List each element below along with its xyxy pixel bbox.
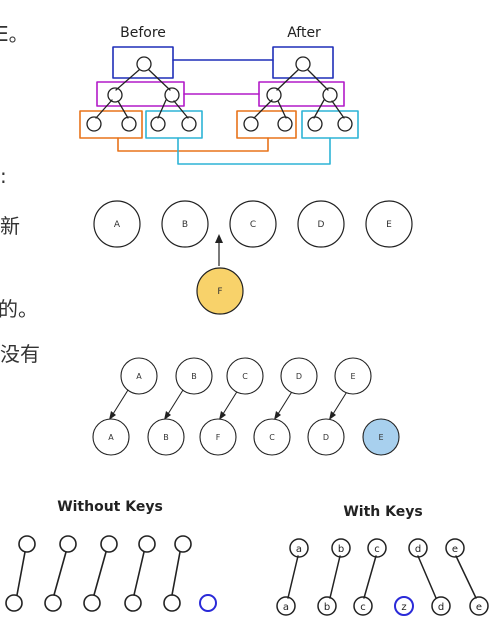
text-fragment-5: 没有 xyxy=(0,342,40,366)
with-keys-bottom-e: e xyxy=(476,602,482,613)
shift-arrowheads xyxy=(109,411,336,420)
with-keys-label: With Keys xyxy=(343,504,422,520)
text-fragment-2: : xyxy=(0,164,7,188)
shift-top-node-b: B xyxy=(175,357,213,395)
with-keys-bottom-c: c xyxy=(360,602,366,613)
shift-top-node-a: A xyxy=(120,357,158,395)
shift-top-node-e-label: E xyxy=(350,372,355,381)
insert-node-b-label: B xyxy=(182,220,188,230)
with-keys-bottom-d: d xyxy=(438,602,444,613)
shift-top-node-d-label: D xyxy=(296,372,302,381)
shift-top-node-d: D xyxy=(280,357,318,395)
before-root-box xyxy=(112,46,174,79)
insert-node-c: C xyxy=(229,200,277,248)
with-keys-bottom-z: z xyxy=(401,602,406,613)
with-keys-top-c: c xyxy=(374,544,380,555)
insert-node-e: E xyxy=(365,200,413,248)
shift-bottom-node-f-label: F xyxy=(216,433,221,442)
inserted-node-f: F xyxy=(196,267,244,315)
shift-bottom-node-a: A xyxy=(92,418,130,456)
before-left-group xyxy=(79,110,143,139)
with-keys-bottom-b: b xyxy=(324,602,330,613)
insert-arrowhead xyxy=(215,234,223,243)
shift-bottom-node-a-label: A xyxy=(108,433,114,442)
tree-diff-diagram: Before After xyxy=(79,25,359,165)
shift-top-node-c: C xyxy=(226,357,264,395)
after-left-group xyxy=(236,110,297,139)
shift-bottom-node-b-label: B xyxy=(163,433,169,442)
without-keys-new-node xyxy=(199,594,217,612)
inserted-node-f-label: F xyxy=(217,287,222,297)
insert-node-d: D xyxy=(297,200,345,248)
insert-node-b: B xyxy=(161,200,209,248)
without-keys-graph xyxy=(5,535,217,612)
shift-arrows xyxy=(112,389,349,415)
with-keys-top-a: a xyxy=(296,544,302,555)
after-label: After xyxy=(287,25,321,41)
shift-bottom-node-d-label: D xyxy=(323,433,329,442)
shift-bottom-node-e-label: E xyxy=(378,433,383,442)
shift-bottom-node-b: B xyxy=(147,418,185,456)
without-keys-label: Without Keys xyxy=(57,499,163,515)
with-keys-top-e: e xyxy=(452,544,458,555)
shift-top-node-a-label: A xyxy=(136,372,142,381)
after-tree xyxy=(243,56,353,132)
keys-diagram: Without Keys With Keys a b c xyxy=(5,499,489,616)
shift-top-node-b-label: B xyxy=(191,372,197,381)
with-keys-new-node xyxy=(394,596,414,616)
shift-diagram: A B C D E A B F xyxy=(92,357,400,456)
left-group-connector xyxy=(117,137,269,152)
insert-node-e-label: E xyxy=(386,220,392,230)
shift-bottom-node-e: E xyxy=(362,418,400,456)
insert-node-a: A xyxy=(93,200,141,248)
before-tree xyxy=(86,56,197,132)
text-fragment-4: 的。 xyxy=(0,297,38,321)
text-fragment-3: 新 xyxy=(0,214,20,238)
shift-top-node-e: E xyxy=(334,357,372,395)
insert-diagram: A B C D E F xyxy=(93,200,413,315)
shift-bottom-node-d: D xyxy=(307,418,345,456)
insert-node-d-label: D xyxy=(318,220,325,230)
shift-top-node-c-label: C xyxy=(242,372,248,381)
after-right-group xyxy=(301,110,359,139)
with-keys-graph: a b c d e a b c z d e xyxy=(276,538,489,616)
before-right-group xyxy=(145,110,203,139)
insert-node-c-label: C xyxy=(250,220,256,230)
after-root-box xyxy=(272,46,334,79)
shift-bottom-node-c: C xyxy=(253,418,291,456)
with-keys-top-b: b xyxy=(338,544,344,555)
shift-bottom-node-c-label: C xyxy=(269,433,275,442)
with-keys-bottom-a: a xyxy=(283,602,289,613)
before-label: Before xyxy=(120,25,166,41)
right-group-connector xyxy=(177,137,331,165)
insert-node-a-label: A xyxy=(114,220,121,230)
text-fragment-1: E。 xyxy=(0,22,29,46)
shift-bottom-node-f: F xyxy=(199,418,237,456)
with-keys-top-d: d xyxy=(415,544,421,555)
